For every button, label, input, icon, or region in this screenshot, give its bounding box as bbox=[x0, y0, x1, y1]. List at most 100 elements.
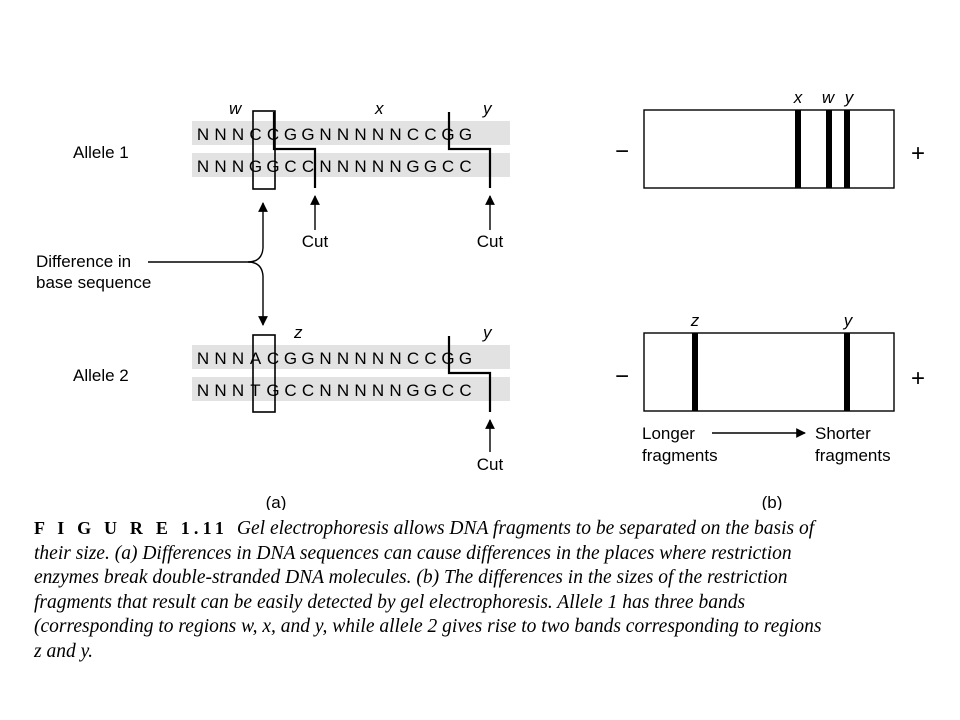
allele1-bottom-base: C bbox=[459, 157, 471, 176]
allele2-top-strand-bg bbox=[192, 345, 510, 369]
gel2-minus-sign: − bbox=[615, 363, 629, 390]
allele1-bottom-strand-bg bbox=[192, 153, 510, 177]
allele1-top-base: N bbox=[372, 125, 384, 144]
allele1-bottom-base: N bbox=[372, 157, 384, 176]
allele2-top-base: N bbox=[197, 349, 209, 368]
allele2-top-base: C bbox=[267, 349, 279, 368]
allele2-top-base: N bbox=[319, 349, 331, 368]
gel1-outline bbox=[643, 109, 895, 189]
allele1-bottom-base: N bbox=[232, 157, 244, 176]
shorter-fragments-line2: fragments bbox=[815, 446, 891, 465]
allele1-top-base: C bbox=[424, 125, 436, 144]
allele2-bottom-strand-bg bbox=[192, 377, 510, 401]
allele1-top-base: N bbox=[389, 125, 401, 144]
allele1-bottom-base: C bbox=[442, 157, 454, 176]
allele1-bottom-base: N bbox=[354, 157, 366, 176]
allele2-bottom-base: N bbox=[197, 381, 209, 400]
allele2-bottom-base: N bbox=[214, 381, 226, 400]
allele2-top-base: N bbox=[372, 349, 384, 368]
allele2-bottom-base: C bbox=[302, 381, 314, 400]
allele1-bottom-base: N bbox=[389, 157, 401, 176]
allele2-bottom-base: N bbox=[354, 381, 366, 400]
gel1-band-w bbox=[826, 110, 832, 188]
allele1-top-base: N bbox=[354, 125, 366, 144]
allele2-bottom-base: C bbox=[459, 381, 471, 400]
region-label-w: w bbox=[229, 99, 243, 118]
allele2-top-base: C bbox=[424, 349, 436, 368]
cut-label-1: Cut bbox=[302, 232, 329, 251]
allele2-bottom-base: T bbox=[250, 381, 260, 400]
difference-label-line2: base sequence bbox=[36, 273, 151, 292]
allele2-bottom-base: G bbox=[424, 381, 437, 400]
allele1-top-base: G bbox=[284, 125, 297, 144]
gel1-band-label-w: w bbox=[822, 88, 836, 107]
allele2-top-base: N bbox=[337, 349, 349, 368]
gel1-band-label-y: y bbox=[844, 88, 855, 107]
difference-brace-down bbox=[247, 261, 268, 326]
allele1-bottom-base: C bbox=[284, 157, 296, 176]
allele1-bottom-base: G bbox=[266, 157, 279, 176]
cut-label-2: Cut bbox=[477, 232, 504, 251]
gel1-band-label-x: x bbox=[793, 88, 803, 107]
gel2-band-label-z: z bbox=[690, 311, 700, 330]
region-label-y-allele1: y bbox=[482, 99, 493, 118]
gel1-band-x bbox=[795, 110, 801, 188]
allele2-label: Allele 2 bbox=[73, 366, 129, 385]
allele2-bottom-base: N bbox=[337, 381, 349, 400]
allele2-difference-box bbox=[252, 334, 276, 413]
longer-fragments-line1: Longer bbox=[642, 424, 695, 443]
allele1-top-base: N bbox=[214, 125, 226, 144]
allele2-top-base: C bbox=[407, 349, 419, 368]
allele2-top-base: G bbox=[284, 349, 297, 368]
allele2-bottom-base: N bbox=[232, 381, 244, 400]
allele2-top-base: G bbox=[459, 349, 472, 368]
panel-a-label: (a) bbox=[266, 493, 287, 510]
panel-b-label: (b) bbox=[762, 493, 783, 510]
allele1-top-strand-bg bbox=[192, 121, 510, 145]
allele2-top-base: N bbox=[354, 349, 366, 368]
gel2-band-y bbox=[844, 333, 850, 411]
gel2-plus-sign: + bbox=[911, 365, 925, 392]
allele2-top-base: G bbox=[301, 349, 314, 368]
difference-brace-up bbox=[247, 202, 268, 263]
allele2-bottom-base: N bbox=[319, 381, 331, 400]
allele2-bottom-base: N bbox=[389, 381, 401, 400]
allele1-bottom-base: N bbox=[319, 157, 331, 176]
allele1-label: Allele 1 bbox=[73, 143, 129, 162]
allele1-bottom-base: C bbox=[302, 157, 314, 176]
allele1-bottom-base: G bbox=[424, 157, 437, 176]
longer-fragments-line2: fragments bbox=[642, 446, 718, 465]
allele1-top-base: N bbox=[319, 125, 331, 144]
region-label-z: z bbox=[293, 323, 303, 342]
allele2-bottom-base: C bbox=[284, 381, 296, 400]
allele2-bottom-base: C bbox=[442, 381, 454, 400]
gel2-band-label-y: y bbox=[843, 311, 854, 330]
figure-number: F I G U R E 1.11 bbox=[34, 518, 229, 538]
difference-label-line1: Difference in bbox=[36, 252, 131, 271]
cut-label-3: Cut bbox=[477, 455, 504, 474]
allele1-top-base: N bbox=[337, 125, 349, 144]
allele1-cut-line-2 bbox=[447, 112, 492, 188]
gel1-minus-sign: − bbox=[615, 138, 629, 165]
allele1-top-base: C bbox=[249, 125, 261, 144]
region-label-x: x bbox=[374, 99, 384, 118]
gel1-band-y bbox=[844, 110, 850, 188]
allele1-bottom-base: N bbox=[337, 157, 349, 176]
allele1-bottom-base: N bbox=[214, 157, 226, 176]
allele2-top-base: N bbox=[389, 349, 401, 368]
allele2-top-base: A bbox=[250, 349, 262, 368]
allele2-top-base: N bbox=[232, 349, 244, 368]
allele1-top-base: G bbox=[459, 125, 472, 144]
allele1-top-base: G bbox=[301, 125, 314, 144]
gel-lane-allele2 bbox=[643, 332, 895, 412]
caption-text: Gel electrophoresis allows DNA fragments… bbox=[34, 518, 822, 662]
gel2-band-z bbox=[692, 333, 698, 411]
allele1-bottom-base: G bbox=[249, 157, 262, 176]
gel2-outline bbox=[643, 332, 895, 412]
